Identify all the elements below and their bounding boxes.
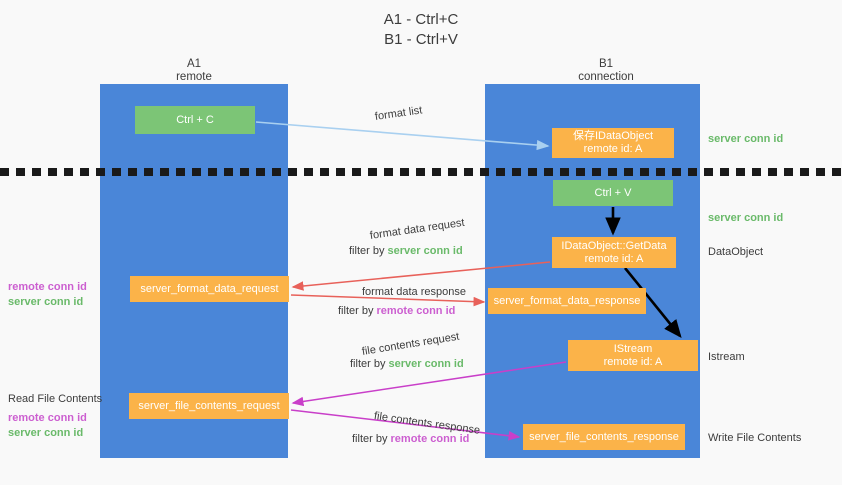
column-header-a1-name: A1 bbox=[186, 58, 202, 70]
node-server-format-data-request[interactable]: server_format_data_request bbox=[130, 276, 289, 302]
node-save-idataobject-line1: 保存IDataObject bbox=[572, 130, 654, 142]
edge-filter-file-contents-response: filter by remote conn id bbox=[352, 433, 469, 445]
node-server-format-data-response[interactable]: server_format_data_response bbox=[488, 288, 646, 314]
column-header-b1-name: B1 bbox=[598, 58, 614, 70]
node-ctrl-v[interactable]: Ctrl + V bbox=[553, 180, 673, 206]
node-idataobject-getdata-line1: IDataObject::GetData bbox=[561, 239, 667, 252]
annotation-write-file-contents: Write File Contents bbox=[708, 432, 802, 444]
node-server-format-data-response-label: server_format_data_response bbox=[493, 294, 641, 307]
node-server-file-contents-request[interactable]: server_file_contents_request bbox=[129, 393, 289, 419]
node-istream[interactable]: IStream remote id: A bbox=[568, 340, 698, 371]
column-header-a1: A1 remote bbox=[104, 58, 284, 84]
phase-divider bbox=[0, 168, 842, 176]
annotation-read-file-contents: Read File Contents bbox=[8, 393, 103, 405]
annotation-server-conn-id-mid: server conn id bbox=[708, 212, 784, 224]
annotation-istream: Istream bbox=[708, 351, 745, 363]
column-header-b1: B1 connection bbox=[516, 58, 696, 84]
annotation-remote-conn-id-1: remote conn id bbox=[8, 281, 87, 293]
node-save-idataobject[interactable]: 保存IDataObject remote id: A bbox=[552, 128, 674, 158]
filter-value-server-conn-1: server conn id bbox=[387, 245, 463, 257]
edge-label-format-list: format list bbox=[374, 104, 424, 123]
node-server-file-contents-response-label: server_file_contents_response bbox=[529, 430, 679, 443]
column-header-b1-role: connection bbox=[578, 71, 634, 83]
edge-filter-file-contents-request: filter by server conn id bbox=[350, 358, 464, 370]
node-idataobject-getdata-line2: remote id: A bbox=[584, 252, 644, 265]
node-server-file-contents-response[interactable]: server_file_contents_response bbox=[523, 424, 685, 450]
filter-value-remote-conn-2: remote conn id bbox=[390, 433, 470, 445]
node-ctrl-v-label: Ctrl + V bbox=[594, 186, 632, 199]
annotation-server-conn-id-2: server conn id bbox=[8, 427, 84, 439]
filter-value-remote-conn-1: remote conn id bbox=[376, 305, 456, 317]
edge-filter-format-data-request: filter by server conn id bbox=[349, 245, 463, 257]
annotation-server-conn-id-1: server conn id bbox=[8, 296, 84, 308]
edge-filter-format-data-response: filter by remote conn id bbox=[338, 305, 455, 317]
annotation-remote-conn-id-2: remote conn id bbox=[8, 412, 87, 424]
title-line-1: A1 - Ctrl+C bbox=[383, 11, 459, 28]
annotation-conn-ids-file: remote conn id server conn id bbox=[8, 411, 87, 441]
node-idataobject-getdata[interactable]: IDataObject::GetData remote id: A bbox=[552, 237, 676, 268]
annotation-server-conn-id-top: server conn id bbox=[708, 133, 784, 145]
title-line-2: B1 - Ctrl+V bbox=[384, 31, 458, 48]
node-server-file-contents-request-label: server_file_contents_request bbox=[138, 399, 280, 412]
page-title: A1 - Ctrl+C B1 - Ctrl+V bbox=[0, 10, 842, 50]
filter-prefix-1: filter by bbox=[349, 245, 388, 257]
edge-label-format-data-request: format data request bbox=[369, 216, 466, 242]
filter-prefix-2: filter by bbox=[338, 305, 377, 317]
node-istream-line2: remote id: A bbox=[603, 355, 663, 368]
filter-prefix-4: filter by bbox=[352, 433, 391, 445]
node-ctrl-c[interactable]: Ctrl + C bbox=[135, 106, 255, 134]
annotation-conn-ids-format: remote conn id server conn id bbox=[8, 280, 87, 310]
node-ctrl-c-label: Ctrl + C bbox=[176, 113, 214, 126]
filter-prefix-3: filter by bbox=[350, 358, 389, 370]
edge-label-file-contents-request: file contents request bbox=[361, 330, 461, 358]
annotation-dataobject: DataObject bbox=[708, 246, 764, 258]
node-istream-line1: IStream bbox=[613, 342, 653, 355]
filter-value-server-conn-2: server conn id bbox=[388, 358, 464, 370]
node-server-format-data-request-label: server_format_data_request bbox=[140, 282, 279, 295]
edge-label-format-data-response: format data response bbox=[362, 286, 466, 298]
node-save-idataobject-line2: remote id: A bbox=[583, 143, 643, 155]
column-header-a1-role: remote bbox=[176, 71, 212, 83]
